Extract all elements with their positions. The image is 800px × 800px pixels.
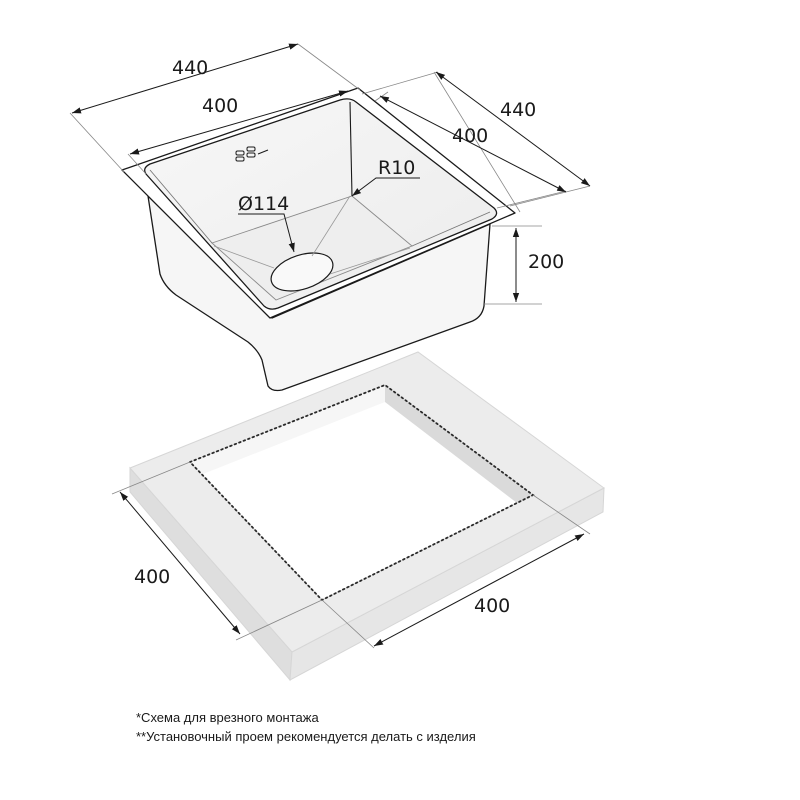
dim-line-inner-depth	[379, 95, 567, 193]
dim-line-cutout-width	[373, 533, 585, 647]
footnote-cutout-recommendation: **Установочный проем рекомендуется делат…	[136, 729, 476, 744]
dim-line-top-width	[71, 43, 299, 114]
label-cutout-width: 400	[474, 595, 510, 617]
leader-drain-diameter	[238, 213, 295, 253]
drain-hole	[270, 252, 334, 292]
drain-guide-back	[311, 195, 351, 257]
countertop-side-face	[289, 487, 605, 681]
dimension-labels: 440 400 440 400 R10 Ø114 200 400 400	[134, 57, 564, 617]
cutout-inner-wall-back	[190, 385, 385, 474]
label-top-width: 440	[172, 57, 208, 79]
bowl-corner-back	[349, 101, 353, 197]
leader-corner-radius	[351, 177, 420, 197]
drain-guide-left	[213, 245, 275, 269]
bowl-corner-right	[411, 211, 491, 247]
label-cutout-depth: 400	[134, 566, 170, 588]
label-corner-radius: R10	[378, 157, 415, 179]
label-bowl-depth: 200	[528, 251, 564, 273]
dim-line-inner-width	[129, 90, 349, 155]
footnote-mounting-scheme: *Схема для врезного монтажа	[136, 710, 319, 725]
label-top-depth: 440	[500, 99, 536, 121]
cutout-inner-wall-right	[385, 385, 533, 503]
label-inner-width: 400	[202, 95, 238, 117]
dim-line-cutout-depth	[119, 491, 241, 635]
sink-outer-body	[147, 195, 491, 392]
label-inner-depth: 400	[452, 125, 488, 147]
bowl-corner-left	[149, 169, 213, 244]
footnotes: *Схема для врезного монтажа **Установочн…	[136, 708, 476, 746]
drain-guide-right	[329, 247, 411, 275]
dimension-lines	[69, 43, 591, 649]
countertop	[129, 351, 605, 682]
label-drain-diameter: Ø114	[238, 193, 289, 215]
